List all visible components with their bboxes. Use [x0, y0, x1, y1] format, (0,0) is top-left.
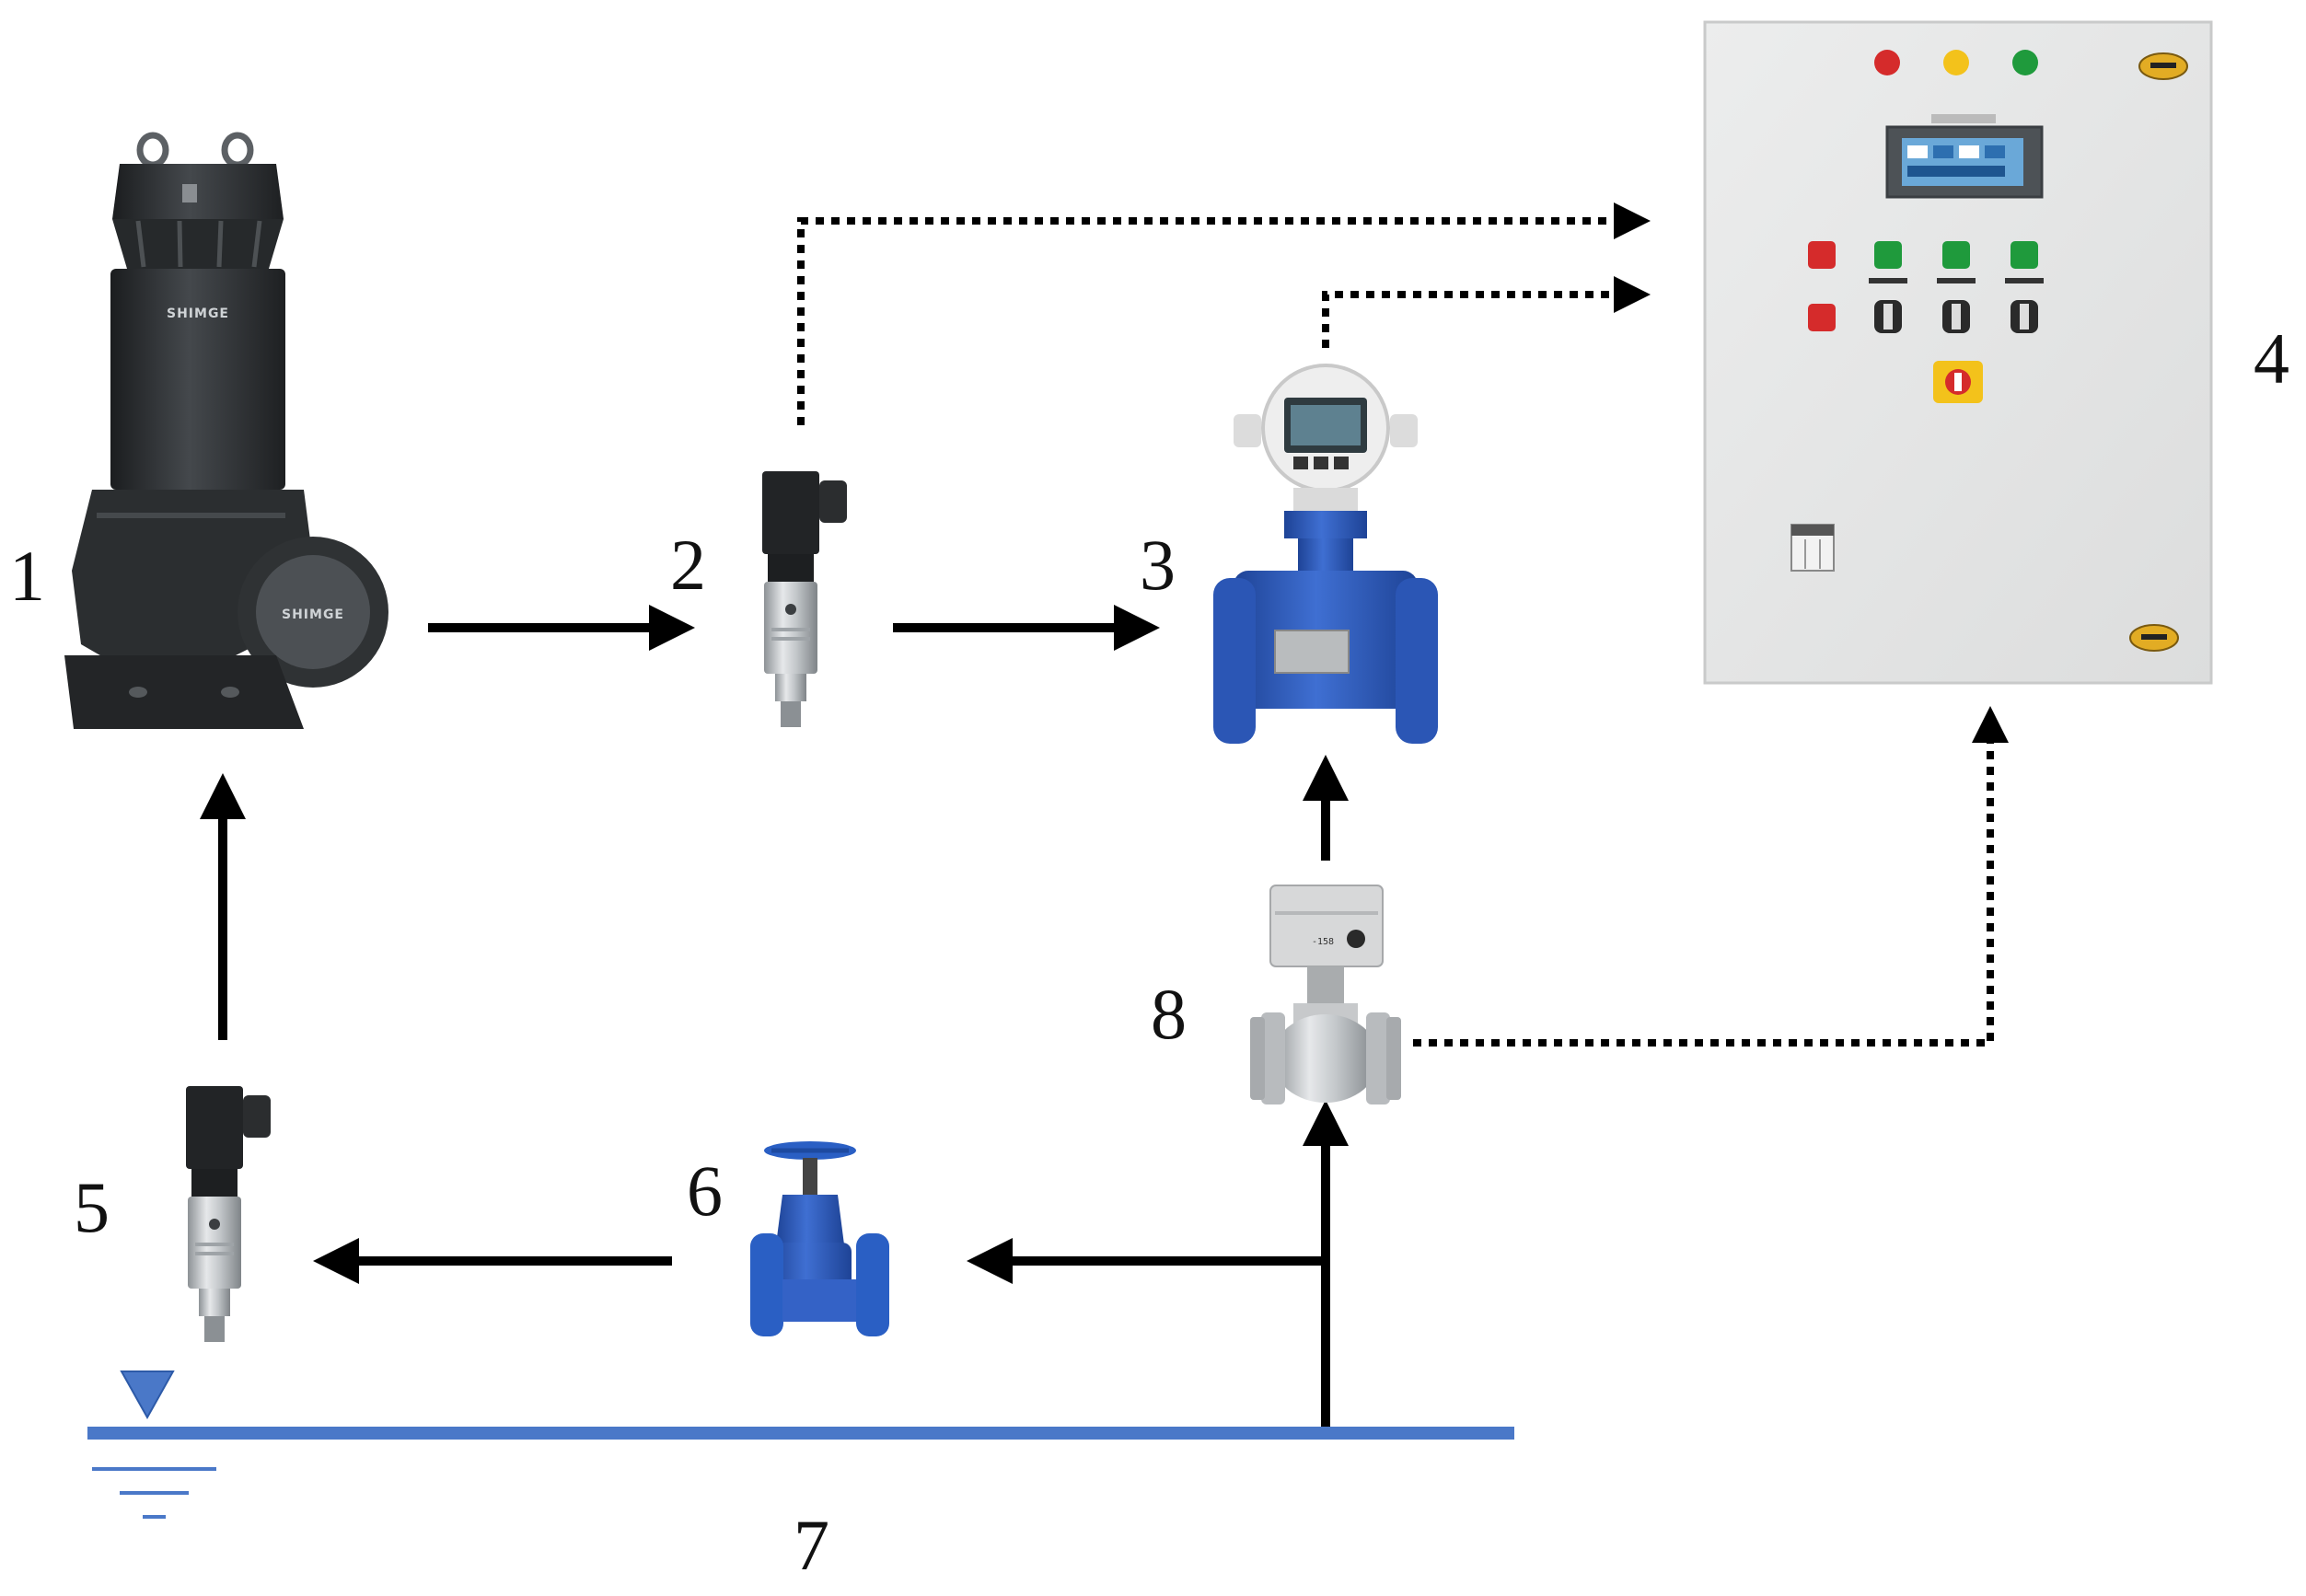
control-cabinet-icon [1703, 20, 2213, 685]
component-label-5: 5 [74, 1167, 110, 1247]
pipe-flow-arrows [200, 605, 1349, 1431]
component-label-1: 1 [9, 536, 45, 616]
pressure-transmitter-icon [186, 1086, 271, 1342]
electric-ball-valve-icon: -158 [1250, 885, 1401, 1104]
signal-transmitter-to-cabinet [797, 202, 1651, 425]
green-button-icon [2011, 241, 2038, 269]
component-label-6: 6 [687, 1151, 723, 1231]
component-label-4: 4 [2254, 318, 2289, 399]
water-level [87, 1370, 1514, 1519]
red-button-icon [1808, 304, 1836, 331]
signal-valve8-to-cabinet [1413, 706, 2009, 1047]
component-label-7: 7 [794, 1505, 829, 1585]
pump-flange-brand-label: SHIMGE [282, 607, 344, 622]
green-button-icon [1942, 241, 1970, 269]
signal-lines [797, 202, 2009, 1047]
red-button-icon [1808, 241, 1836, 269]
green-button-icon [1874, 241, 1902, 269]
electromagnetic-flowmeter-icon [1213, 364, 1438, 744]
signal-flowmeter-to-cabinet [1322, 276, 1651, 348]
submersible-pump-icon: SHIMGE SHIMGE [64, 132, 388, 729]
component-label-3: 3 [1140, 525, 1176, 605]
green-lamp-icon [2012, 50, 2038, 75]
gate-valve-icon [750, 1141, 889, 1336]
valve-actuator-readout: -158 [1312, 937, 1334, 947]
red-lamp-icon [1874, 50, 1900, 75]
component-label-8: 8 [1151, 974, 1187, 1054]
component-label-2: 2 [670, 525, 706, 605]
water-level-triangle-icon [120, 1370, 175, 1420]
pump-brand-label: SHIMGE [167, 306, 229, 321]
pressure-transmitter-icon [762, 471, 847, 727]
yellow-lamp-icon [1943, 50, 1969, 75]
